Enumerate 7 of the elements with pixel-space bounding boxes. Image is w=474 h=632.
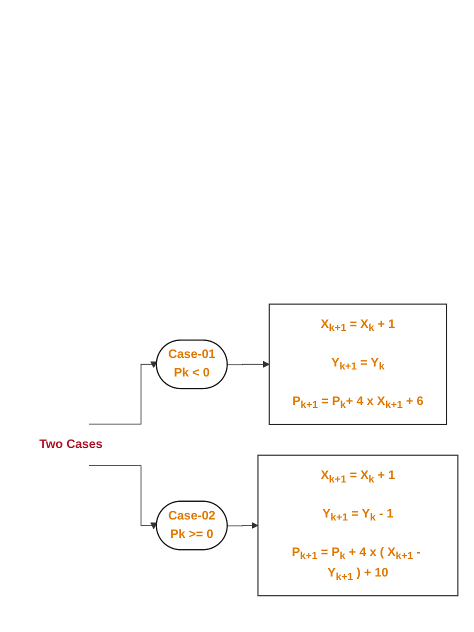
arrow [227, 522, 258, 529]
node-box: X$_{k+1}$ = X$_{k}$ + 1 Y$_{k+1}$ = Y$_{k}$ - 1 P$_{k+1}$ = P$_{k}$ + 4 x ( X$_{k+1}$ - Y$_{k+1}$ ) + 10 [257, 454, 458, 596]
arrow [88, 465, 158, 530]
arrow [227, 361, 270, 368]
node-box: X$_{k+1}$ = X$_{k}$ + 1 Y$_{k+1}$ = Y$_{k}$ P$_{k+1}$ = P$_{k}$+ 4 x X$_{k+1}$ + 6 [268, 304, 448, 426]
arrow [88, 361, 158, 425]
node-text: Two Cases [39, 438, 103, 452]
